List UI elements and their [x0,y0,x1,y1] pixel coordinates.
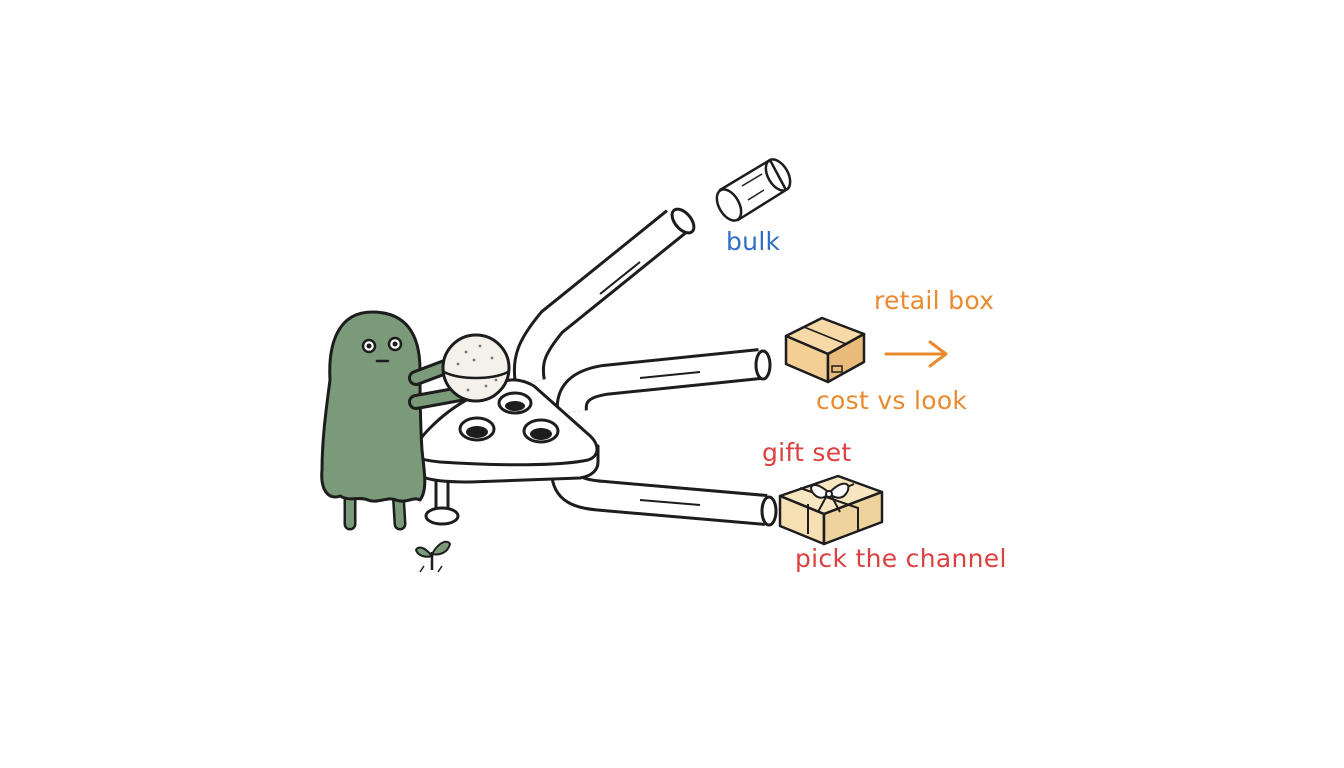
clear-tube-icon [715,158,792,222]
right-arrow-icon [884,340,948,368]
bulk-label: bulk [726,227,781,256]
middle-pipe [555,348,772,414]
gift-box-icon [778,474,884,546]
gift-set-label: gift set [762,438,852,467]
pick-the-channel-label: pick the channel [795,544,1007,573]
retail-box-label: retail box [874,286,995,315]
cost-vs-look-label: cost vs look [816,386,968,415]
upper-pipe [512,207,696,385]
bath-bomb [441,333,511,403]
lower-pipe [550,468,778,527]
sprout-icon [414,540,452,573]
cardboard-box-icon [784,316,866,384]
